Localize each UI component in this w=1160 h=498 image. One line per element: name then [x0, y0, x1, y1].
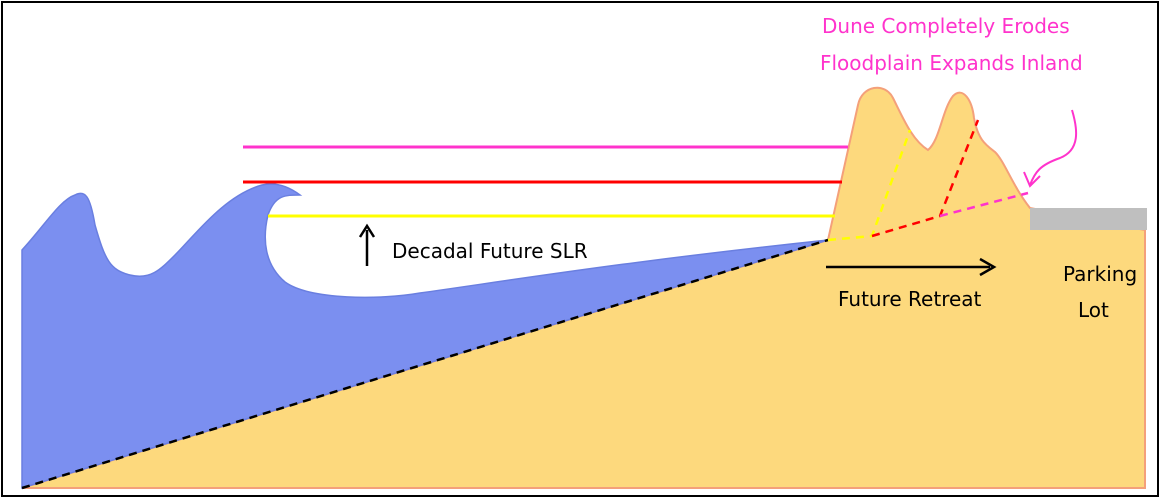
- parking-lot-slab: [1030, 208, 1147, 230]
- curved-arrow-icon: [1023, 109, 1078, 188]
- beach-profile-dashed: [21, 238, 829, 490]
- parking-label-line1: Parking: [1063, 262, 1137, 286]
- dune-label-line2: Floodplain Expands Inland: [820, 51, 1083, 75]
- future-profile-pink: [939, 191, 1029, 218]
- water-wave: [21, 183, 829, 490]
- sand-beach-dune: [21, 86, 1146, 489]
- retreat-label: Future Retreat: [838, 287, 982, 311]
- slr-label: Decadal Future SLR: [392, 239, 588, 263]
- parking-label-line2: Lot: [1078, 298, 1109, 322]
- up-arrow-icon: [358, 223, 376, 266]
- right-arrow-icon: [826, 257, 997, 277]
- dune-label-line1: Dune Completely Erodes: [822, 14, 1070, 38]
